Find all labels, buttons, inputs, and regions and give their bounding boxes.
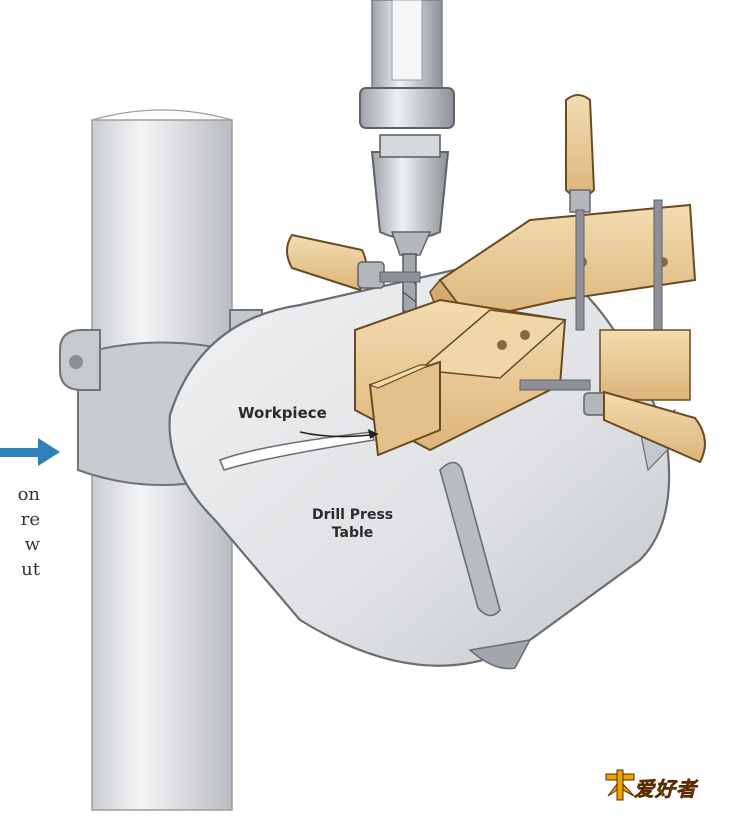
clamp-handle-front [519, 379, 706, 464]
side-text-line: w [24, 534, 40, 555]
woodworker-logo-icon [605, 769, 635, 801]
workpiece-block [368, 360, 441, 457]
logo-text: 爱好者 [634, 777, 697, 802]
drill-press-table-label: Drill Press Table [312, 506, 393, 542]
side-text-line: on [17, 484, 40, 505]
drill-quill [359, 0, 455, 129]
workpiece-pointer [299, 429, 379, 439]
drill-chuck [370, 134, 450, 256]
workpiece-label: Workpiece [238, 404, 327, 422]
table-label-line2: Table [331, 525, 374, 541]
cropped-side-text: on re w ut [0, 482, 40, 582]
blue-arrow-icon [0, 438, 60, 466]
clamp-handle-left [286, 233, 421, 292]
table-label-line1: Drill Press [312, 507, 394, 523]
side-text-line: re [20, 509, 40, 530]
side-text-line: ut [21, 559, 40, 580]
woodworker-logo: 爱好者 [604, 768, 728, 802]
clamp-handle-top [565, 94, 663, 391]
